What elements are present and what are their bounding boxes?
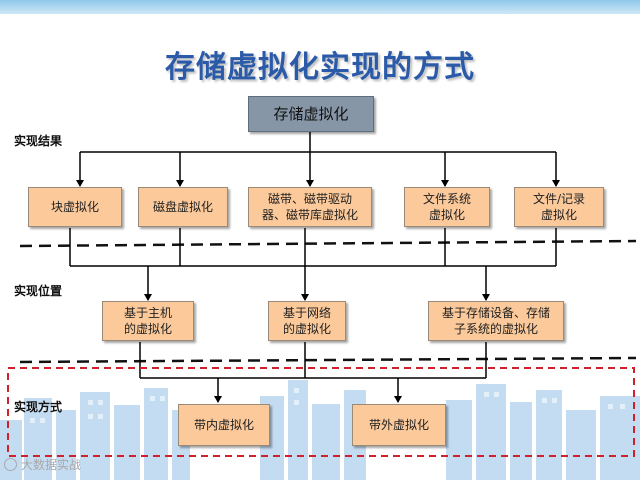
arrowhead bbox=[441, 180, 449, 187]
position-node-storage-device: 基于存储设备、存储 子系统的虚拟化 bbox=[428, 301, 564, 341]
arrowhead bbox=[552, 180, 560, 187]
position-node-host: 基于主机 的虚拟化 bbox=[102, 301, 194, 341]
arrowhead bbox=[144, 294, 152, 301]
result-node-block: 块虚拟化 bbox=[28, 187, 122, 227]
arrowhead bbox=[214, 396, 222, 403]
level-label-result: 实现结果 bbox=[14, 134, 63, 148]
arrowhead bbox=[482, 294, 490, 301]
arrowhead bbox=[301, 294, 309, 301]
result-node-filesystem: 文件系统 虚拟化 bbox=[404, 187, 490, 227]
result-node-disk: 磁盘虚拟化 bbox=[138, 187, 228, 227]
watermark-logo-icon bbox=[4, 458, 17, 471]
result-node-tape: 磁带、磁带驱动 器、磁带库虚拟化 bbox=[248, 187, 372, 227]
level-label-method: 实现方式 bbox=[14, 400, 63, 414]
method-node-in-band: 带内虚拟化 bbox=[178, 404, 270, 446]
position-node-network: 基于网络 的虚拟化 bbox=[268, 301, 346, 341]
arrowhead bbox=[394, 396, 402, 403]
arrowhead bbox=[306, 180, 314, 187]
method-section-red-dashed-box bbox=[7, 367, 635, 457]
page-title: 存储虚拟化实现的方式 bbox=[165, 50, 475, 85]
dashed-separator-1 bbox=[19, 239, 637, 248]
arrowhead bbox=[76, 180, 84, 187]
watermark-text: 大数据实战 bbox=[21, 458, 82, 472]
dashed-separator-2 bbox=[19, 356, 637, 364]
method-node-out-of-band: 带外虚拟化 bbox=[352, 404, 446, 446]
top-decorative-bar bbox=[0, 0, 640, 14]
level-label-position: 实现位置 bbox=[14, 284, 63, 298]
result-node-file-record: 文件/记录 虚拟化 bbox=[514, 187, 604, 227]
arrowhead bbox=[176, 180, 184, 187]
watermark: 大数据实战 bbox=[4, 456, 81, 473]
root-node-storage-virtualization: 存储虚拟化 bbox=[248, 96, 374, 132]
